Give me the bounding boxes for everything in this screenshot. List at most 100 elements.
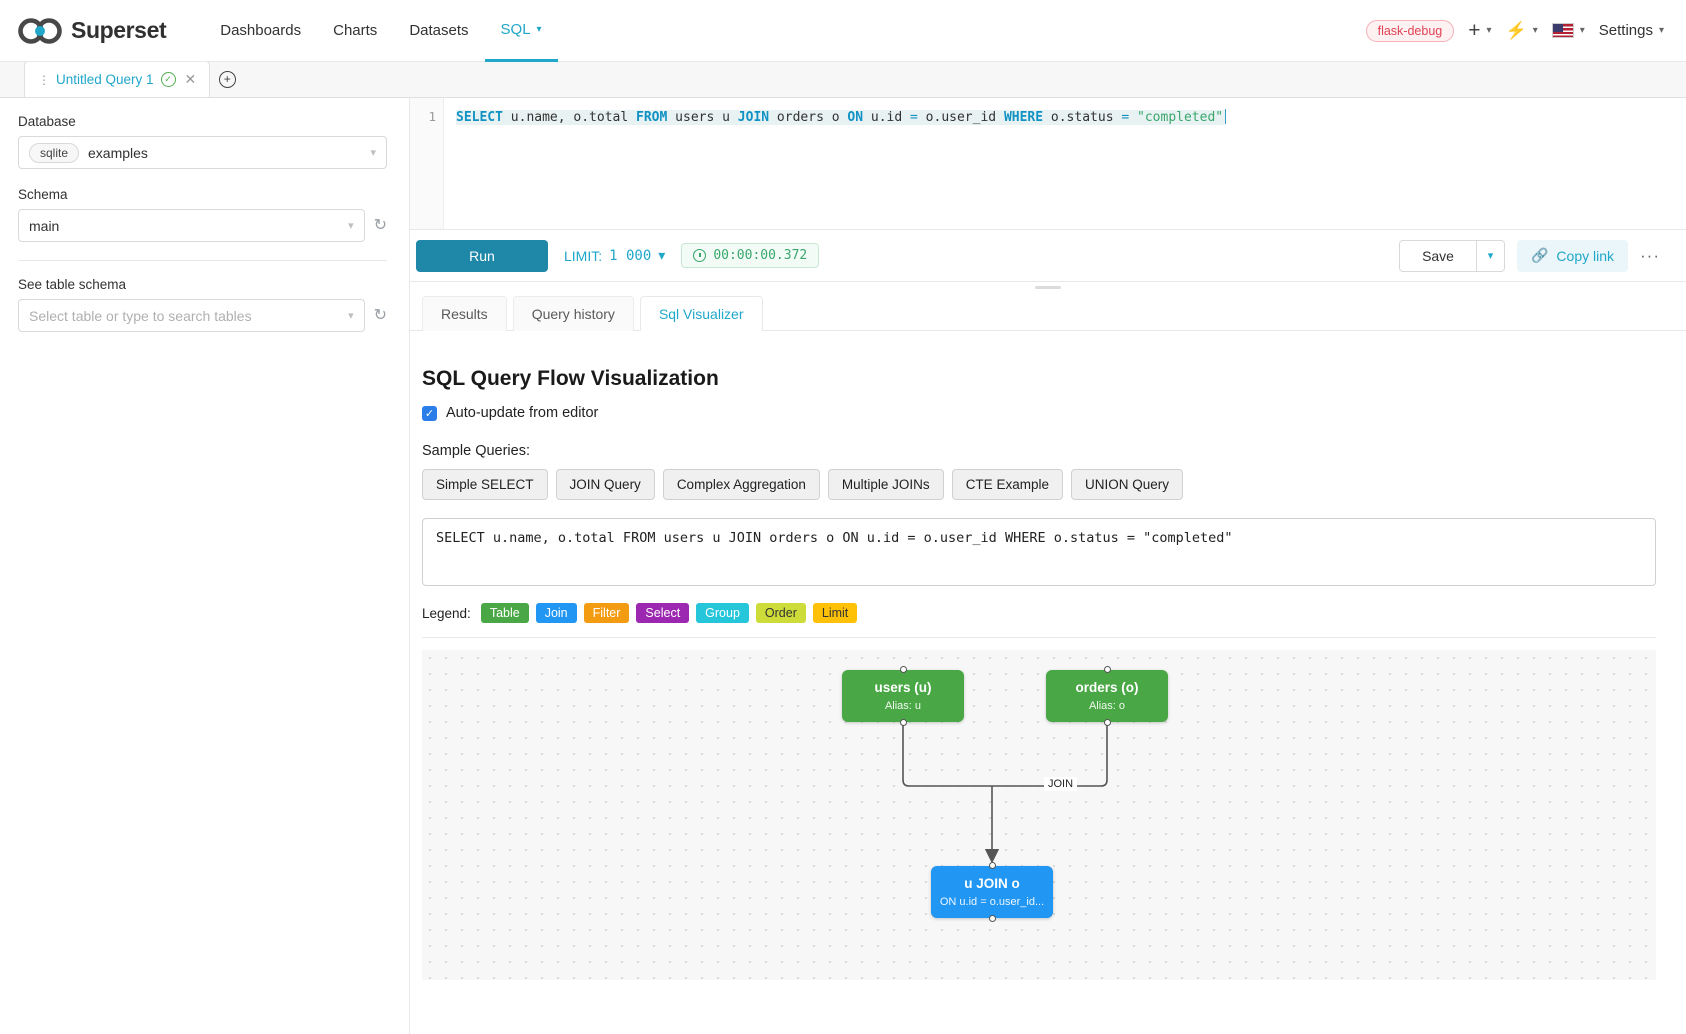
plus-icon: + <box>1468 19 1481 42</box>
schema-label: Schema <box>18 187 68 202</box>
nav-link-sql[interactable]: SQL ▾ <box>484 0 558 62</box>
editor-toolbar: Run LIMIT: 1 000 ▾ 00:00:00.372 Save ▾ 🔗 <box>410 230 1686 282</box>
caret-down-icon: ▾ <box>658 247 666 263</box>
auto-update-checkbox[interactable]: ✓ <box>422 405 437 421</box>
refresh-tables-icon[interactable]: ↻ <box>373 306 387 324</box>
nav-label: Datasets <box>409 22 469 39</box>
add-query-tab-button[interactable]: + <box>210 61 245 97</box>
flow-handle-top[interactable] <box>988 862 996 869</box>
editor-code-area[interactable]: SELECT u.name, o.total FROM users u JOIN… <box>444 98 1686 229</box>
navbar-right: flask-debug + ▾ ⚡ ▾ ▾ Settings ▾ <box>1365 19 1664 42</box>
text-cursor <box>1225 109 1227 124</box>
page-title: SQL Query Flow Visualization <box>422 367 719 390</box>
table-schema-label: See table schema <box>18 277 127 292</box>
top-navbar: Superset Dashboards Charts Datasets SQL … <box>0 0 1686 62</box>
flow-handle-top[interactable] <box>899 666 907 673</box>
table-placeholder: Select table or type to search tables <box>29 307 252 324</box>
flow-handle-bot[interactable] <box>1103 719 1111 726</box>
flow-node-users[interactable]: users (u)Alias: u <box>842 666 964 726</box>
sample-query-join-query[interactable]: JOIN Query <box>555 469 655 500</box>
legend-badge-filter: Filter <box>583 603 630 623</box>
sql-code-editor[interactable]: 1 SELECT u.name, o.total FROM users u JO… <box>410 98 1686 230</box>
limit-dropdown[interactable]: LIMIT: 1 000 ▾ <box>564 247 665 264</box>
tab-label: Sql Visualizer <box>658 306 744 322</box>
legend-badge-select: Select <box>636 603 690 623</box>
database-field-row: sqlite examples ▾ <box>18 136 387 169</box>
tab-query-history[interactable]: Query history <box>512 296 634 331</box>
database-select[interactable]: sqlite examples ▾ <box>18 136 387 169</box>
tab-sql-visualizer[interactable]: Sql Visualizer <box>639 296 763 331</box>
flow-edge-label-join: JOIN <box>1044 777 1078 791</box>
chevron-down-icon: ▾ <box>348 310 354 322</box>
schema-field-row: main ▾ ↻ <box>18 209 387 242</box>
close-icon[interactable]: ✕ <box>184 71 197 87</box>
schema-select[interactable]: main ▾ <box>18 209 365 242</box>
nav-link-datasets[interactable]: Datasets <box>393 0 484 62</box>
chevron-down-icon: ▾ <box>370 147 376 159</box>
query-tab-label: Untitled Query 1 <box>56 72 154 87</box>
nav-link-dashboards[interactable]: Dashboards <box>204 0 317 62</box>
tab-label: Query history <box>531 306 615 322</box>
auto-update-label: Auto-update from editor <box>446 405 599 421</box>
flow-canvas[interactable]: users (u)Alias: u orders (o) Alias: o u JOI… <box>422 650 1656 980</box>
tab-results[interactable]: Results <box>422 296 507 331</box>
flow-node-subtitle: ON u.id = o.user_id... <box>939 896 1045 908</box>
infinity-logo-icon <box>18 17 62 44</box>
lightning-bolt-icon: ⚡ <box>1505 21 1527 40</box>
sql-visualizer-panel: SQL Query Flow Visualization ✓ Auto-upda… <box>410 331 1686 1034</box>
flow-node-title: orders (o) <box>1075 680 1139 695</box>
save-dropdown-button[interactable]: ▾ <box>1476 239 1505 272</box>
flow-edge <box>902 722 992 787</box>
sample-query-union-query[interactable]: UNION Query <box>1070 469 1183 500</box>
table-select[interactable]: Select table or type to search tables ▾ <box>18 299 365 332</box>
legend-badge-table: Table <box>480 603 529 623</box>
new-item-menu[interactable]: + ▾ <box>1468 20 1491 41</box>
copy-link-label: Copy link <box>1556 247 1615 264</box>
chevron-down-icon: ▾ <box>1532 25 1538 36</box>
tab-label: Results <box>441 306 488 322</box>
language-menu[interactable]: ▾ <box>1551 23 1585 38</box>
query-timer-badge: 00:00:00.372 <box>681 243 820 268</box>
table-field-row: Select table or type to search tables ▾ … <box>18 299 387 332</box>
nav-link-charts[interactable]: Charts <box>317 0 393 62</box>
database-value: examples <box>88 144 148 161</box>
run-button[interactable]: Run <box>416 239 548 272</box>
superset-logo[interactable]: Superset <box>18 17 167 44</box>
clock-icon <box>693 249 707 262</box>
flow-node-subtitle: Alias: o <box>1088 700 1126 712</box>
workspace: Database sqlite examples ▾ Schema main ▾… <box>0 98 1686 1034</box>
more-options-icon[interactable]: ··· <box>1640 245 1660 265</box>
sample-query-complex-aggregation[interactable]: Complex Aggregation <box>662 469 820 500</box>
copy-link-button[interactable]: 🔗 Copy link <box>1516 239 1629 272</box>
legend-badge-join: Join <box>535 603 577 623</box>
flow-handle-top[interactable] <box>1103 666 1111 673</box>
sample-query-cte-example[interactable]: CTE Example <box>951 469 1063 500</box>
query-tab-untitled-query-1[interactable]: ⋮ Untitled Query 1 ✓ ✕ <box>24 61 211 97</box>
flow-node-orders[interactable]: orders (o) Alias: o <box>1046 666 1168 726</box>
sample-query-multiple-joins[interactable]: Multiple JOINs <box>827 469 944 500</box>
sample-query-simple-select[interactable]: Simple SELECT <box>422 469 548 500</box>
flow-node-subtitle: Alias: u <box>884 700 922 712</box>
flow-handle-bot[interactable] <box>988 915 996 922</box>
code-line-1: SELECT u.name, o.total FROM users u JOIN… <box>456 110 1226 125</box>
editor-gutter: 1 <box>410 98 444 229</box>
settings-menu[interactable]: Settings ▾ <box>1599 22 1664 39</box>
schema-value: main <box>29 217 60 234</box>
sql-input-textarea[interactable] <box>422 518 1656 586</box>
us-flag-icon <box>1551 23 1574 38</box>
bolt-menu[interactable]: ⚡ ▾ <box>1506 22 1538 39</box>
flask-debug-badge[interactable]: flask-debug <box>1365 19 1455 42</box>
legend-badge-limit: Limit <box>812 603 858 623</box>
caret-down-icon: ▾ <box>1579 25 1585 36</box>
pane-resize-handle[interactable] <box>410 282 1686 292</box>
flow-handle-bot[interactable] <box>899 719 907 726</box>
toolbar-right: Save ▾ 🔗 Copy link ··· <box>1399 239 1660 272</box>
database-label: Database <box>18 114 76 129</box>
nav-label: Charts <box>333 22 378 39</box>
refresh-schema-icon[interactable]: ↻ <box>373 216 387 234</box>
drag-grip-icon[interactable]: ⋮ <box>38 72 50 87</box>
save-button[interactable]: Save <box>1399 239 1477 272</box>
chevron-down-icon: ▾ <box>1658 25 1664 36</box>
auto-update-row: ✓ Auto-update from editor <box>422 405 1656 421</box>
